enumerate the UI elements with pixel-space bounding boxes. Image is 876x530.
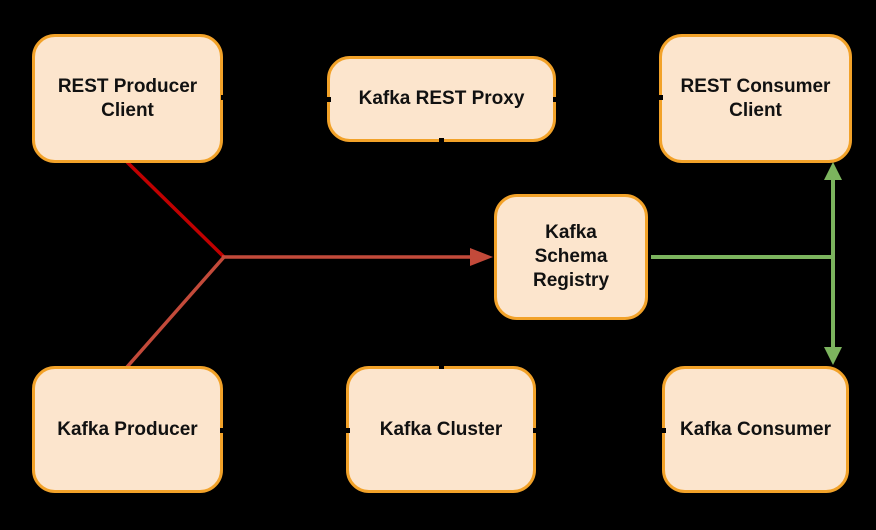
node-rest-consumer-client: REST Consumer Client — [659, 34, 852, 163]
connector-tick — [533, 428, 538, 433]
node-kafka-rest-proxy: Kafka REST Proxy — [327, 56, 556, 142]
node-kafka-cluster: Kafka Cluster — [346, 366, 536, 493]
node-rest-consumer-client-label: REST Consumer Client — [680, 75, 831, 121]
arrowhead-into-rest-consumer-client — [824, 162, 842, 180]
node-kafka-schema-registry-label: Kafka Schema Registry — [532, 222, 610, 291]
connector-tick — [439, 364, 444, 369]
connector-tick — [553, 97, 558, 102]
node-rest-producer-client-label: REST Producer Client — [57, 75, 198, 121]
connector-tick — [345, 428, 350, 433]
connector-tick — [221, 95, 226, 100]
node-kafka-schema-registry: Kafka Schema Registry — [494, 194, 648, 320]
node-kafka-consumer: Kafka Consumer — [662, 366, 849, 493]
connector-tick — [220, 428, 225, 433]
node-rest-producer-client: REST Producer Client — [32, 34, 223, 163]
node-kafka-producer: Kafka Producer — [32, 366, 223, 493]
node-kafka-producer-label: Kafka Producer — [57, 418, 198, 440]
connector-tick — [661, 428, 666, 433]
arrowhead-into-schema-registry — [470, 248, 493, 266]
arrowhead-into-kafka-consumer — [824, 347, 842, 365]
edge-rest-producer-to-junction — [125, 160, 226, 259]
node-kafka-consumer-label: Kafka Consumer — [680, 418, 831, 440]
node-kafka-cluster-label: Kafka Cluster — [379, 418, 503, 440]
connector-tick — [439, 138, 444, 143]
edge-kafka-producer-to-junction — [125, 255, 226, 369]
connector-tick — [326, 97, 331, 102]
node-kafka-rest-proxy-label: Kafka REST Proxy — [358, 88, 525, 110]
connector-tick — [658, 95, 663, 100]
